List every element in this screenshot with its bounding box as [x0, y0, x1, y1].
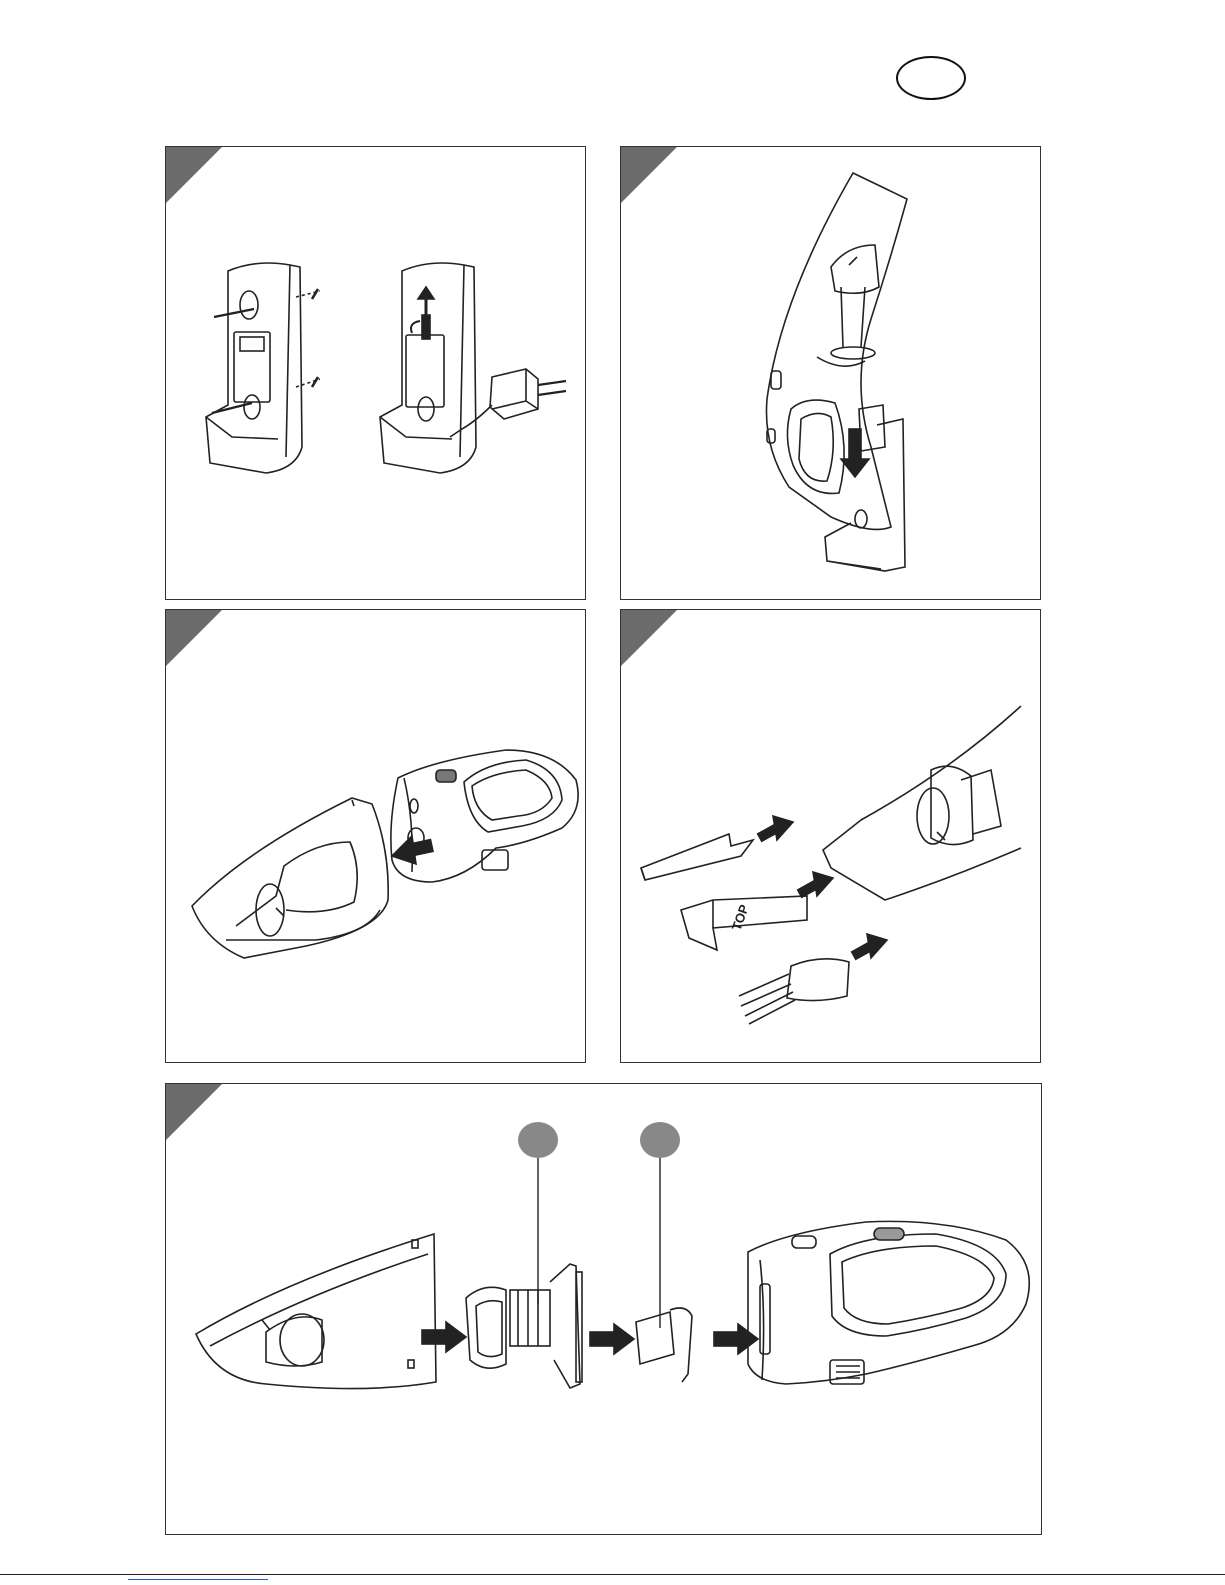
page-bottom-rule — [0, 1574, 1225, 1575]
wall-mount-illustration — [166, 147, 586, 600]
step-panel-1 — [165, 146, 586, 600]
callout-marker — [640, 1122, 680, 1158]
container-removal-illustration — [166, 610, 586, 1063]
accessories-illustration — [621, 610, 1041, 1063]
vacuum-docking-illustration — [621, 147, 1041, 600]
filter-disassembly-illustration — [166, 1084, 1042, 1535]
step-panel-2 — [620, 146, 1041, 600]
page-bottom-link-underline — [128, 1579, 268, 1580]
step-panel-3 — [165, 609, 586, 1063]
language-badge — [896, 56, 966, 100]
callout-marker — [518, 1122, 558, 1158]
step-panel-5 — [165, 1083, 1042, 1535]
step-panel-4: TOP — [620, 609, 1041, 1063]
